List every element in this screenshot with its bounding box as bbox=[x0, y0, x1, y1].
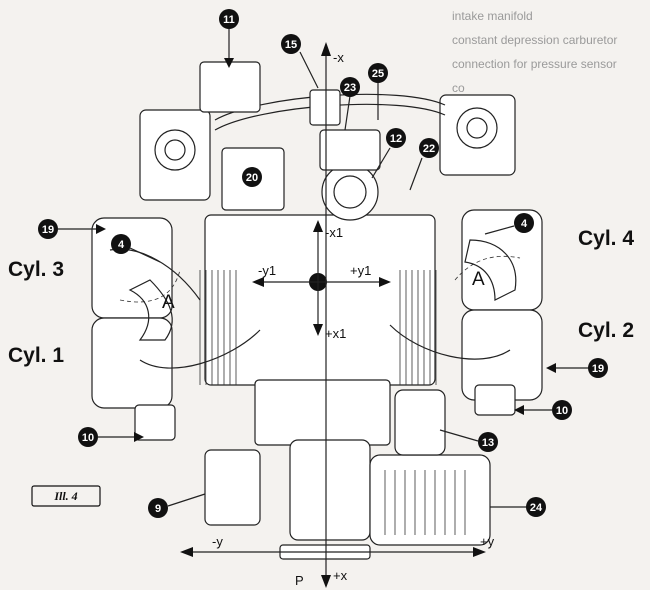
callout-24 bbox=[526, 497, 546, 517]
callout-label-4-right: 4 bbox=[521, 218, 528, 230]
carburetor-left bbox=[139, 109, 211, 201]
gearbox-housing bbox=[254, 379, 391, 446]
axis-label-minus-x1: -x1 bbox=[325, 225, 343, 240]
component-11 bbox=[199, 61, 261, 113]
gearbox-lower bbox=[289, 439, 371, 541]
callouts: 11 15 23 25 12 22 20 19 4 bbox=[38, 9, 608, 518]
bg-text-line: co bbox=[452, 81, 465, 95]
callout-label-10-right: 10 bbox=[556, 405, 568, 417]
callout-10-right bbox=[552, 400, 572, 420]
axis-label-minus-x: -x bbox=[333, 50, 344, 65]
callout-9 bbox=[148, 498, 168, 518]
component-24-alternator bbox=[369, 454, 491, 546]
callout-label-19-right: 19 bbox=[592, 363, 604, 375]
axis-label-minus-y1: -y1 bbox=[258, 263, 276, 278]
callout-label-9: 9 bbox=[155, 503, 161, 515]
arrowhead-plus-x bbox=[321, 575, 331, 588]
cylinder-head-1 bbox=[91, 317, 173, 409]
callout-4-right bbox=[514, 213, 534, 233]
callout-label-22: 22 bbox=[423, 143, 435, 155]
illustration-label: Ill. 4 bbox=[31, 485, 101, 507]
pipe-lower-right bbox=[389, 324, 511, 360]
callout-label-10-left: 10 bbox=[82, 432, 94, 444]
callout-label-20: 20 bbox=[246, 172, 258, 184]
callout-11 bbox=[219, 9, 239, 29]
illustration-label-box bbox=[31, 485, 101, 507]
cylinder-labels: Cyl. 3 Cyl. 1 Cyl. 4 Cyl. 2 bbox=[8, 227, 634, 367]
cooling-fins-left bbox=[199, 270, 237, 385]
callout-label-23: 23 bbox=[344, 82, 356, 94]
component-15 bbox=[309, 89, 341, 126]
arrowhead-plus-x1 bbox=[313, 324, 323, 336]
part-letter-a-right: A bbox=[472, 269, 485, 290]
callout-label-13: 13 bbox=[482, 437, 494, 449]
callout-15 bbox=[281, 34, 301, 54]
arrowhead-minus-y1 bbox=[252, 277, 264, 287]
arrowhead-minus-x bbox=[321, 42, 331, 56]
callout-19-left bbox=[38, 219, 58, 239]
callout-22 bbox=[419, 138, 439, 158]
callout-label-19-left: 19 bbox=[42, 224, 54, 236]
callout-19-right bbox=[588, 358, 608, 378]
callout-label-4-left: 4 bbox=[118, 239, 125, 251]
component-10-left bbox=[134, 404, 176, 441]
illustration-label-text: Ill. 4 bbox=[53, 489, 77, 503]
cylinder-label-2: Cyl. 2 bbox=[578, 319, 634, 342]
dashed-passage-left bbox=[119, 269, 181, 303]
axis-label-plus-y1: +y1 bbox=[350, 263, 371, 278]
bg-text-line: constant depression carburetor bbox=[452, 33, 617, 47]
part-letter-a-left: A bbox=[162, 292, 175, 313]
arrowhead-plus-y1 bbox=[379, 277, 391, 287]
intake-pipe-a-right bbox=[464, 239, 517, 301]
expansion-tank bbox=[321, 163, 379, 221]
intake-pipe-a-left bbox=[128, 279, 173, 341]
callout-label-24: 24 bbox=[530, 502, 543, 514]
callout-label-11: 11 bbox=[223, 14, 235, 26]
component-13 bbox=[394, 389, 446, 456]
axis-label-plus-y: +y bbox=[480, 534, 495, 549]
pipe-lower-left bbox=[139, 329, 261, 369]
bg-text-line: connection for pressure sensor bbox=[452, 57, 617, 71]
callout-label-12: 12 bbox=[390, 133, 402, 145]
component-10-right bbox=[474, 384, 516, 416]
cooling-fins-right bbox=[399, 270, 437, 385]
carburetor-right bbox=[439, 94, 516, 176]
cylinder-label-4: Cyl. 4 bbox=[578, 227, 634, 250]
bg-text-line: intake manifold bbox=[452, 9, 533, 23]
axis-label-p: P bbox=[295, 573, 304, 588]
background-manual-text: intake manifold constant depression carb… bbox=[452, 9, 617, 119]
dashed-passage-right bbox=[454, 255, 521, 281]
arrowhead-plus-y bbox=[473, 547, 486, 557]
alternator-fins bbox=[384, 470, 466, 535]
arrowhead-minus-x1 bbox=[313, 220, 323, 232]
callout-13 bbox=[478, 432, 498, 452]
cylinder-head-3 bbox=[91, 217, 173, 319]
callout-23 bbox=[340, 77, 360, 97]
callout-label-25: 25 bbox=[372, 68, 384, 80]
axis-label-plus-x1: +x1 bbox=[325, 326, 346, 341]
callout-4-left bbox=[111, 234, 131, 254]
axis-label-plus-x: +x bbox=[333, 568, 348, 583]
arrowhead-minus-y bbox=[180, 547, 193, 557]
axes: -x +x -x1 +x1 -y1 +y1 -y +y P bbox=[180, 42, 495, 588]
callout-10-left bbox=[78, 427, 98, 447]
engine-block bbox=[204, 214, 436, 386]
callout-25 bbox=[368, 63, 388, 83]
callout-20 bbox=[242, 167, 262, 187]
axis-label-minus-y: -y bbox=[212, 534, 223, 549]
cylinder-label-1: Cyl. 1 bbox=[8, 344, 64, 367]
callout-label-15: 15 bbox=[285, 39, 297, 51]
component-9 bbox=[204, 449, 261, 526]
engine-illustration bbox=[91, 61, 543, 560]
cylinder-label-3: Cyl. 3 bbox=[8, 258, 64, 281]
callout-12 bbox=[386, 128, 406, 148]
